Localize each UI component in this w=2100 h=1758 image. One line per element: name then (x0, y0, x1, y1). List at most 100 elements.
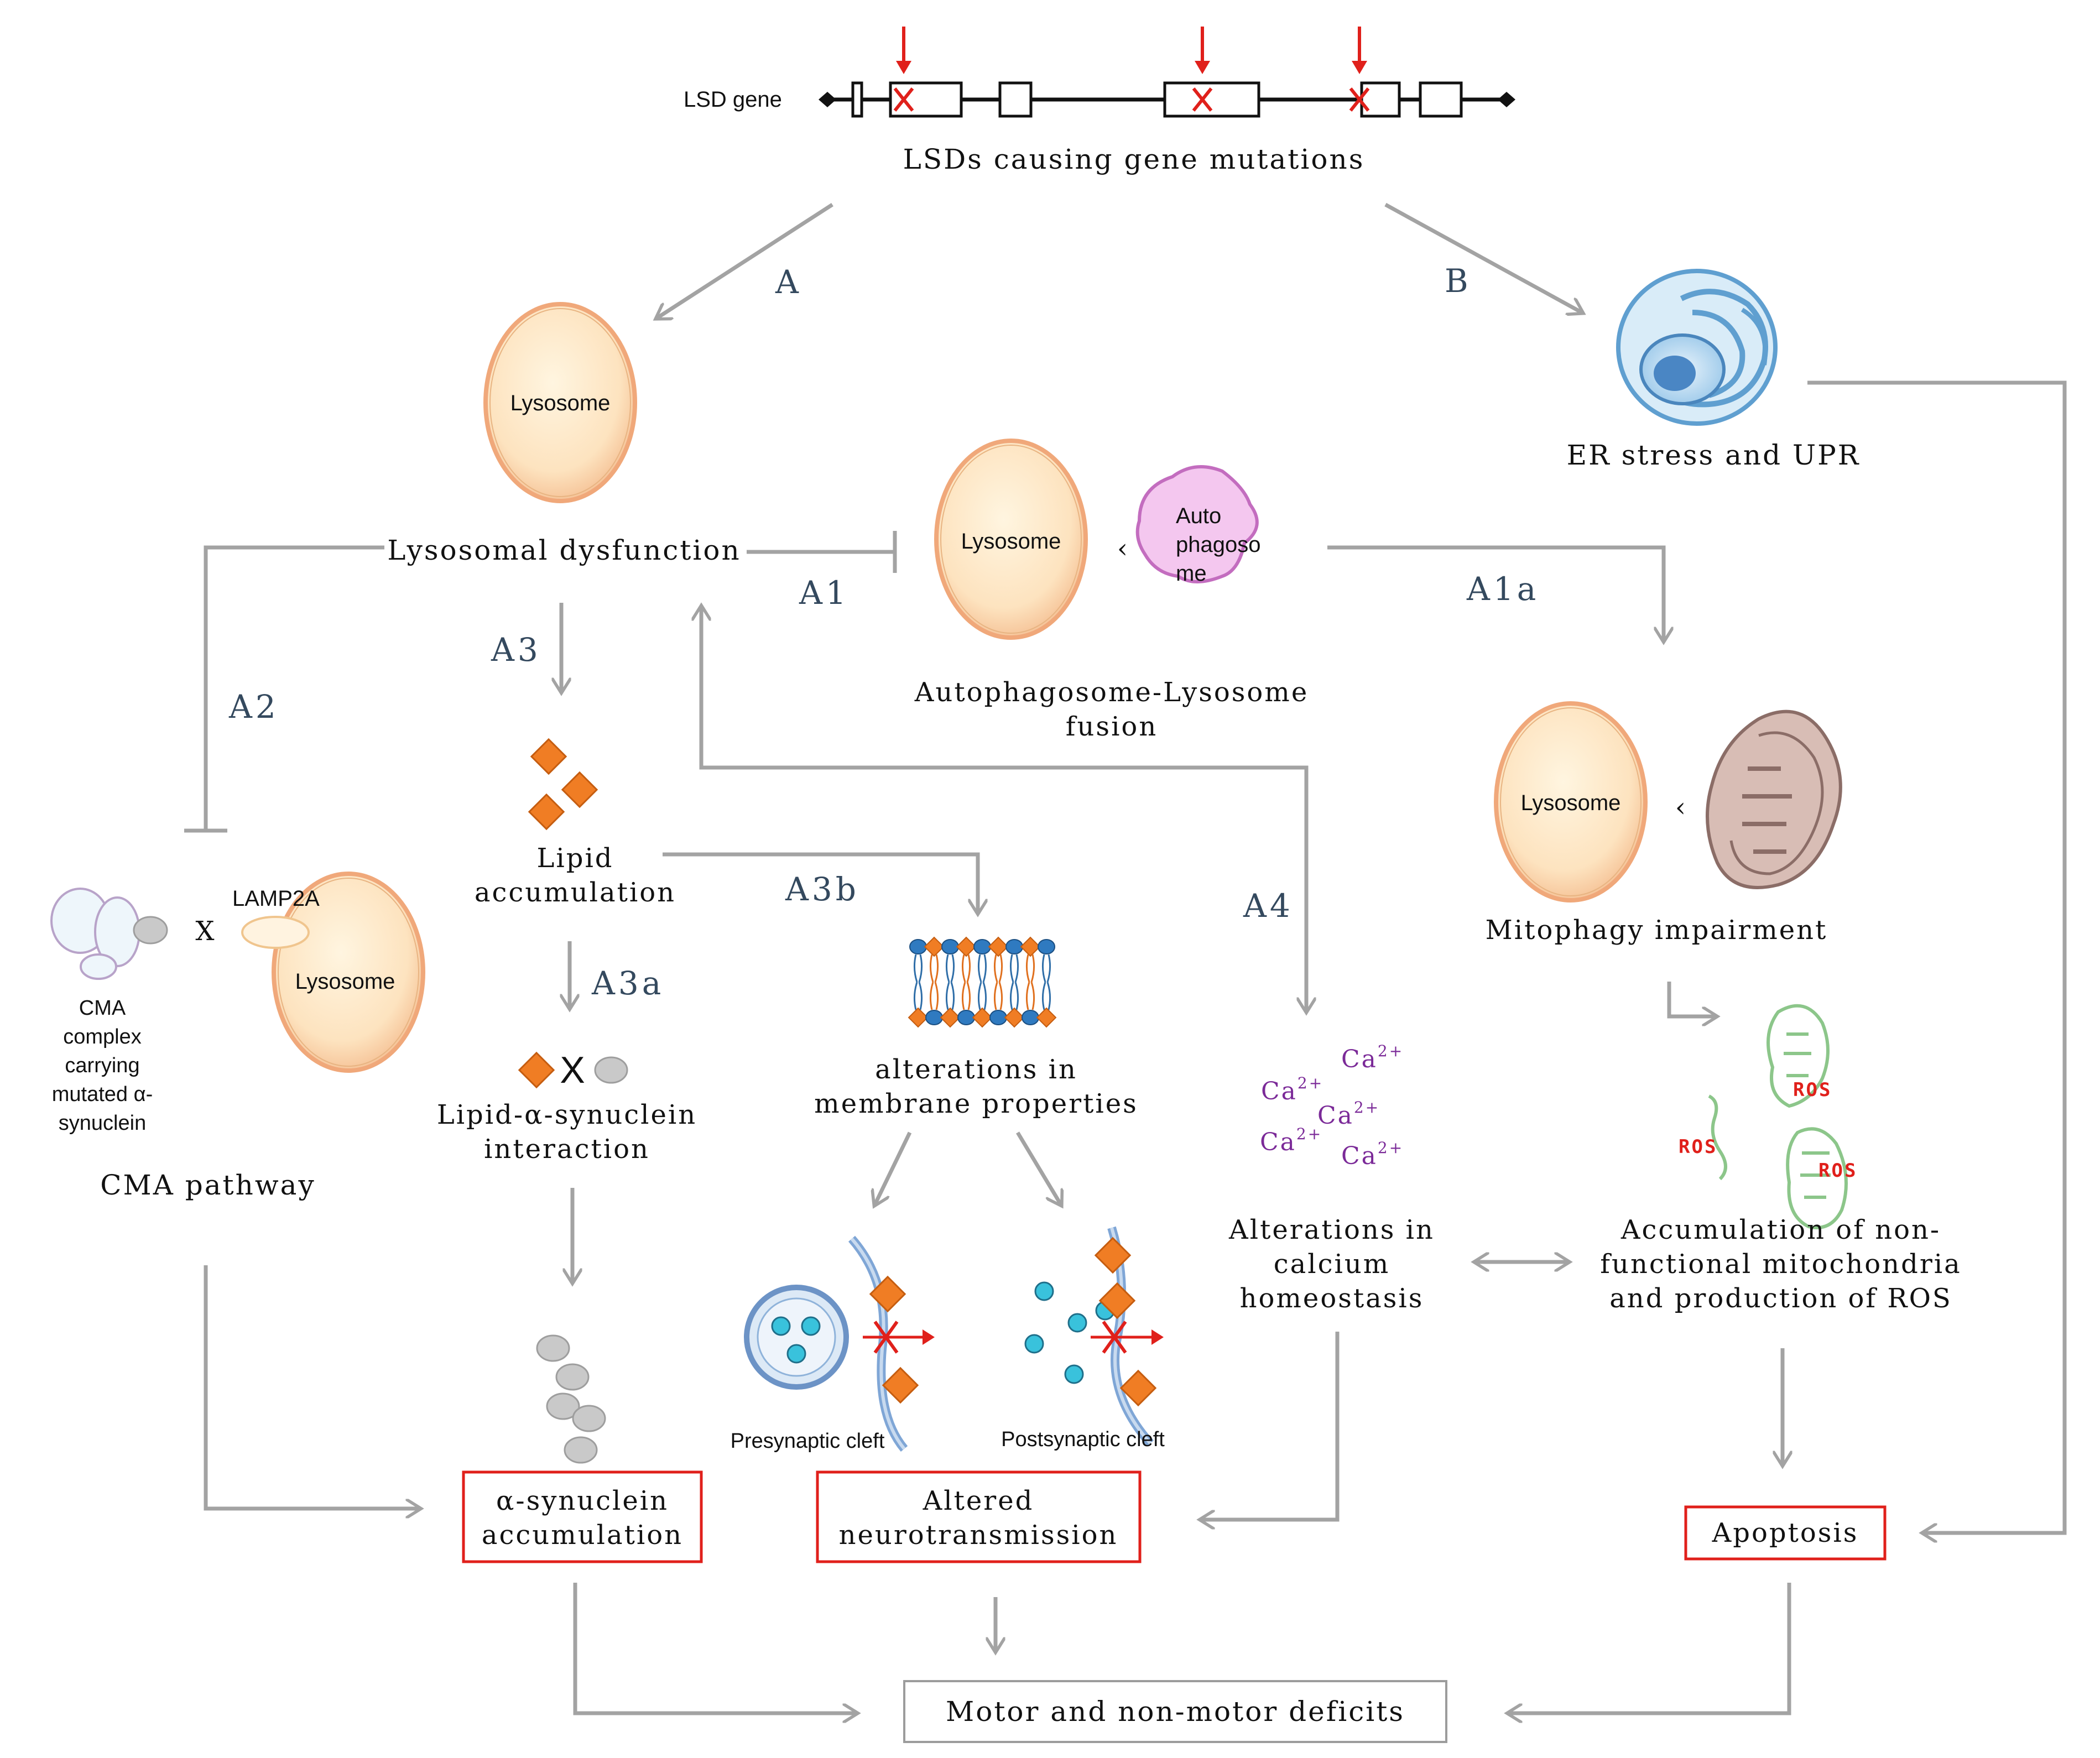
outcome-line: Motor and non-motor deficits (946, 1696, 1405, 1728)
interaction-blocked-mark: X (560, 1049, 585, 1091)
autophagosome-label-3: me (1176, 561, 1207, 586)
mutation-marker (1192, 27, 1213, 112)
synuclein-aggregates (536, 1334, 606, 1464)
mutation-marker (893, 27, 914, 112)
gene-end-cap (1498, 92, 1515, 107)
cma-complex-icon (50, 888, 168, 980)
cma-complex-caption: CMA complex carrying mutated α- synuclei… (52, 997, 153, 1135)
lsd-gene-map: LSD gene LSDs causing gene mutations (684, 27, 1515, 175)
arrow-a4 (701, 607, 1306, 1011)
ros-label: ROS (1818, 1160, 1857, 1182)
mutation-marker (1349, 27, 1370, 112)
cma-complex-line: mutated α- (52, 1083, 153, 1106)
outcome-apoptosis: Apoptosis (1684, 1505, 1887, 1561)
postsynaptic-label: Postsynaptic cleft (1001, 1428, 1165, 1451)
lysosome-main: Lysosome (486, 304, 635, 501)
ca-ion: Ca2+ (1261, 1074, 1323, 1105)
exon-3 (998, 81, 1033, 118)
exon-1 (851, 81, 863, 118)
outcome-line: accumulation (482, 1520, 683, 1551)
node-autophagosome-fusion-2: fusion (1066, 711, 1158, 742)
lysosome-autophagy: Lysosome (936, 441, 1086, 638)
pathway-labels: A B A1 A1a A2 A3 A3a A3b A4 (228, 262, 1536, 1002)
arrow-calcium-neurotransmission (1201, 1332, 1340, 1520)
node-cma-pathway: CMA pathway (100, 1169, 315, 1201)
arrow-er-to-apoptosis (1807, 380, 2067, 1533)
lysosome-mitophagy: Lysosome (1496, 703, 1645, 900)
ca-ion: Ca2+ (1317, 1098, 1380, 1130)
arrow-membrane-postsynaptic (1015, 1131, 1061, 1204)
exon-2 (889, 81, 963, 118)
node-mitochondria-2: functional mitochondria (1600, 1249, 1961, 1280)
lysosome-label: Lysosome (295, 969, 395, 994)
mitophagy-blocked-mark: ‹ (1675, 792, 1687, 823)
outcome-line: Altered (923, 1485, 1034, 1516)
node-mitochondria-3: and production of ROS (1609, 1283, 1952, 1314)
ca-ion: Ca2+ (1260, 1125, 1322, 1156)
label-b: B (1445, 262, 1472, 300)
gene-mutations-caption: LSDs causing gene mutations (903, 143, 1365, 175)
label-a4: A4 (1243, 887, 1294, 925)
lamp2a-receptor (241, 916, 310, 949)
node-er-stress: ER stress and UPR (1567, 439, 1861, 471)
arrow-cma-to-accumulation (204, 1265, 419, 1509)
lysosome-label: Lysosome (510, 391, 611, 415)
label-a: A (775, 263, 802, 301)
cma-complex-line: complex (63, 1025, 142, 1048)
presynaptic-icon (744, 1235, 935, 1452)
arrow-b (1384, 202, 1582, 312)
outcome-motor-deficits: Motor and non-motor deficits (903, 1680, 1447, 1743)
node-calcium-2: calcium (1274, 1249, 1390, 1280)
node-lysosomal-dysfunction: Lysosomal dysfunction (387, 534, 741, 566)
node-lipid-2: accumulation (475, 877, 676, 908)
node-calcium-1: Alterations in (1228, 1214, 1435, 1245)
connectors (184, 202, 2067, 1713)
outcome-line: neurotransmission (839, 1520, 1118, 1551)
arrow-a1a (1327, 545, 1664, 640)
node-calcium-3: homeostasis (1240, 1283, 1424, 1314)
arrow-accumulation-deficits (573, 1583, 856, 1713)
node-lipid-syn-2: interaction (484, 1134, 650, 1165)
arrow-apoptosis-deficits (1509, 1583, 1791, 1713)
outcome-altered-neurotransmission: Altered neurotransmission (816, 1470, 1142, 1563)
node-lipid-syn-1: Lipid-α-synuclein (437, 1099, 697, 1130)
node-membrane-1: alterations in (875, 1054, 1077, 1085)
lysosome-cma: LAMP2A Lysosome (232, 874, 423, 1071)
calcium-ions: Ca2+ Ca2+ Ca2+ Ca2+ Ca2+ (1260, 1042, 1404, 1170)
mitochondrion-icon (1706, 710, 1842, 889)
outcome-line: Apoptosis (1712, 1517, 1859, 1548)
node-lipid-1: Lipid (536, 843, 613, 874)
label-a3b: A3b (785, 870, 859, 908)
exon-4 (1163, 81, 1260, 118)
ca-ion: Ca2+ (1341, 1139, 1404, 1170)
damaged-mitochondria (1708, 1004, 1848, 1229)
node-membrane-2: membrane properties (814, 1088, 1138, 1119)
autophagosome-icon: Auto phagoso me (1135, 465, 1260, 586)
ca-ion: Ca2+ (1341, 1042, 1404, 1073)
arrow-a (657, 203, 833, 318)
lipid-diamonds (528, 738, 598, 830)
autophagosome-label-1: Auto (1176, 504, 1221, 528)
label-a3: A3 (491, 631, 541, 669)
ros-label: ROS (1679, 1136, 1717, 1158)
ros-label: ROS (1793, 1079, 1832, 1101)
er-cell-icon (1616, 269, 1778, 426)
node-mitophagy: Mitophagy impairment (1486, 915, 1828, 946)
lamp2a-label: LAMP2A (232, 886, 320, 911)
membrane-bilayer-icon (908, 936, 1057, 1028)
node-autophagosome-fusion-1: Autophagosome-Lysosome (914, 677, 1309, 708)
outcome-line: α-synuclein (496, 1485, 669, 1516)
label-a2: A2 (228, 688, 279, 726)
cma-complex-line: carrying (65, 1054, 139, 1077)
lysosome-label: Lysosome (1521, 791, 1621, 815)
label-a3a: A3a (591, 964, 664, 1002)
exon-6 (1419, 81, 1463, 118)
arrow-mitophagy-to-mitochondria (1667, 982, 1716, 1016)
cma-complex-line: CMA (79, 997, 126, 1020)
inhibit-a2 (204, 545, 384, 831)
outcome-synuclein-accumulation: α-synuclein accumulation (462, 1470, 703, 1563)
postsynaptic-icon (1024, 1226, 1164, 1447)
arrow-membrane-presynaptic (875, 1131, 912, 1204)
node-mitochondria-1: Accumulation of non- (1620, 1214, 1941, 1245)
